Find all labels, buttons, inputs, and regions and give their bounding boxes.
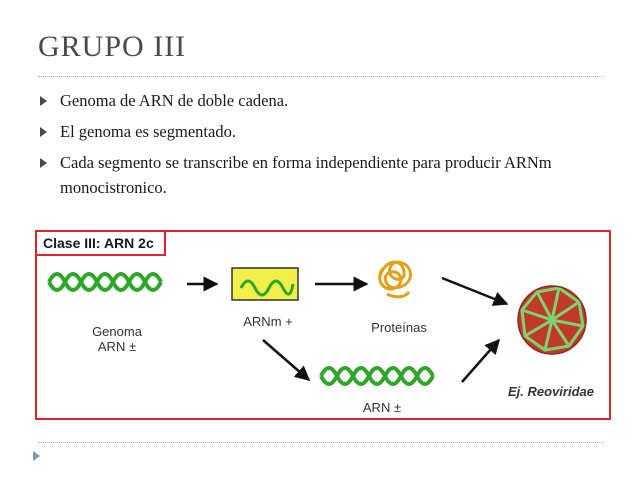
mrna-box-icon [231, 267, 299, 301]
bullet-item: El genoma es segmentado. [38, 119, 608, 144]
arrow-dsrna-to-virion [461, 338, 500, 383]
dsrna-genome-helix-icon [47, 272, 163, 292]
bullet-arrow-icon [40, 127, 47, 137]
bullet-item: Genoma de ARN de doble cadena. [38, 88, 608, 113]
bullet-arrow-icon [40, 158, 47, 168]
bullet-item: Cada segmento se transcribe en forma ind… [38, 150, 608, 200]
dsrna-progeny-helix-icon [319, 366, 435, 386]
mrna-label: ARNm + [243, 314, 293, 329]
example-label: Ej. Reoviridae [508, 384, 594, 399]
slide-title: GRUPO III [38, 30, 187, 63]
bullet-arrow-icon [40, 96, 47, 106]
genome-label-line2: ARN ± [97, 339, 137, 354]
bullet-text: El genoma es segmentado. [60, 122, 236, 141]
title-divider [38, 76, 604, 77]
arrow-proteins-to-virion [441, 276, 509, 306]
footer-arrow-icon [33, 451, 40, 461]
protein-icon [378, 260, 412, 299]
footer-divider [38, 442, 604, 443]
diagram-heading: Clase III: ARN 2c [37, 232, 166, 256]
arrow-mrna-to-dsrna [262, 339, 311, 381]
dsrna-label: ARN ± [362, 400, 402, 415]
bullet-text: Genoma de ARN de doble cadena. [60, 91, 289, 110]
genome-label-line1: Genoma [92, 324, 142, 339]
replication-diagram: Clase III: ARN 2c Genoma ARN ± ARNm + Pr… [35, 230, 611, 420]
proteins-label: Proteínas [371, 320, 427, 335]
reovirus-virion-icon [517, 285, 587, 355]
bullet-text: Cada segmento se transcribe en forma ind… [60, 153, 552, 197]
diagram-graphics [47, 260, 587, 386]
genome-label: Genoma ARN ± [77, 324, 157, 354]
bullet-list: Genoma de ARN de doble cadena. El genoma… [38, 88, 608, 206]
